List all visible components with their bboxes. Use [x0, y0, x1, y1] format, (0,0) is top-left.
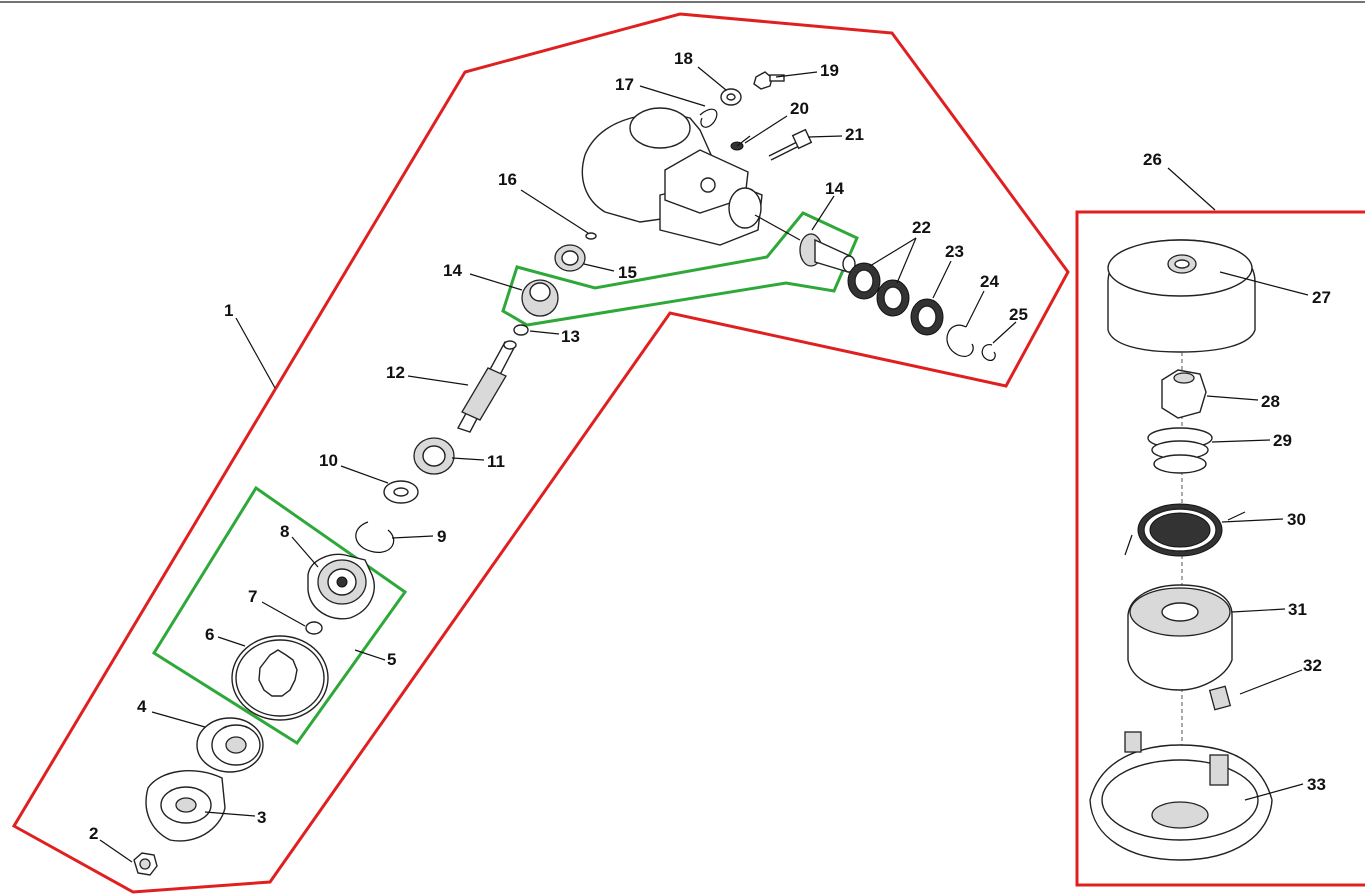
bevel-gear-14-small	[521, 279, 559, 317]
circlip-9	[355, 521, 395, 553]
callout-2: 2	[89, 824, 98, 843]
bolt-21	[768, 128, 813, 161]
callout-labels: 1 2 3 4 5 6 7 8 9 10 11 12 13 14 14 15 1…	[89, 49, 1331, 843]
callout-33: 33	[1307, 775, 1326, 794]
callout-29: 29	[1273, 431, 1292, 450]
spool-30	[1124, 503, 1246, 557]
callout-15: 15	[618, 263, 637, 282]
callout-22: 22	[912, 218, 931, 237]
snap-ring-25	[981, 344, 996, 361]
bearing-11	[413, 437, 455, 475]
callout-31: 31	[1288, 600, 1307, 619]
o-ring-13	[513, 324, 529, 336]
o-ring-7	[305, 621, 323, 635]
gearbox-assembly-outline	[11, 12, 1070, 894]
cap-27	[1107, 239, 1256, 353]
callout-3: 3	[257, 808, 266, 827]
screw-20	[730, 135, 751, 151]
callout-19: 19	[820, 61, 839, 80]
bearing-23	[910, 298, 944, 336]
callout-8: 8	[280, 522, 289, 541]
callout-21: 21	[845, 125, 864, 144]
bevel-gear-14-shaft	[799, 233, 856, 273]
callout-18: 18	[674, 49, 693, 68]
callout-9: 9	[437, 527, 446, 546]
cup-washer-4	[196, 717, 264, 773]
spool-body-31	[1127, 584, 1233, 691]
callout-12: 12	[386, 363, 405, 382]
callout-14-left: 14	[443, 261, 462, 280]
callout-25: 25	[1009, 305, 1028, 324]
snap-ring-24	[946, 324, 974, 357]
clip-32	[1208, 685, 1232, 711]
callout-26: 26	[1143, 150, 1162, 169]
callout-6: 6	[205, 625, 214, 644]
drive-shaft-12	[456, 340, 517, 433]
callout-27: 27	[1312, 288, 1331, 307]
callout-28: 28	[1261, 392, 1280, 411]
callout-32: 32	[1303, 656, 1322, 675]
blade-holder-8	[307, 553, 375, 620]
washer-10	[383, 480, 419, 504]
callout-23: 23	[945, 242, 964, 261]
blade-plate-6	[231, 635, 329, 721]
bearing-22b	[876, 279, 910, 317]
screw-19	[753, 71, 785, 90]
callout-13: 13	[561, 327, 580, 346]
gearbox-housing	[581, 107, 801, 246]
bearing-15	[554, 244, 586, 272]
trimmer-head-box	[1075, 210, 1365, 887]
callout-5: 5	[387, 650, 396, 669]
nut-2	[133, 852, 158, 876]
protective-cup-3	[145, 770, 226, 842]
washer-18	[720, 88, 742, 106]
callout-17: 17	[615, 75, 634, 94]
callout-11: 11	[487, 452, 505, 471]
housing-33	[1089, 731, 1273, 861]
callout-14-right: 14	[825, 179, 844, 198]
callout-20: 20	[790, 99, 809, 118]
callout-4: 4	[137, 697, 147, 716]
callout-24: 24	[980, 272, 999, 291]
bearing-22a	[847, 262, 881, 300]
leader-lines	[99, 66, 1309, 863]
callout-7: 7	[248, 587, 257, 606]
callout-10: 10	[319, 451, 338, 470]
callout-16: 16	[498, 170, 517, 189]
callout-1: 1	[224, 301, 233, 320]
spring-29	[1147, 427, 1213, 474]
callout-30: 30	[1287, 510, 1306, 529]
nut-28	[1161, 369, 1207, 419]
circlip-16	[585, 232, 597, 240]
spring-clip-17	[699, 108, 718, 128]
